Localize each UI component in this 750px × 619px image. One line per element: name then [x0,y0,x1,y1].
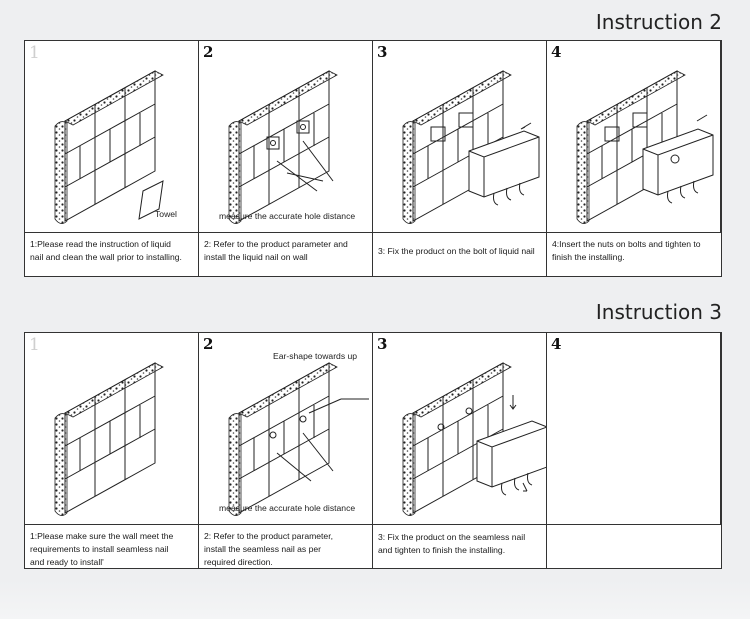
ear-shape-label: Ear-shape towards up [273,351,358,361]
bottom-fade [0,580,750,619]
step-number: 3 [377,335,388,353]
towel-label: Towel [155,209,177,219]
step-number: 2 [203,43,214,61]
nut-icon [670,154,680,164]
step-number: 4 [551,335,562,353]
wall-illustration [228,70,338,225]
step-4-caption: 4:Insert the nuts on bolts and tighten t… [547,233,721,276]
step-2-illustration: 2 Ear-shape towards up measure the accur… [199,333,373,525]
caption-line: 4:Insert the nuts on bolts and tighten t… [552,239,701,249]
step-number: 2 [203,335,214,353]
step-4-illustration: 4 [547,333,721,525]
caption-line: requirements to install seamless nail [30,544,169,554]
arrow-icon [696,114,708,122]
arrow-icon [520,122,532,130]
instruction-2-title: Instruction 2 [595,10,722,34]
measure-label: measure the accurate hole distance [219,211,356,221]
step-1-illustration: 1 [25,333,199,525]
step-1-illustration: 1 Towel [25,41,199,233]
step-3-caption: 3: Fix the product on the seamless nail … [373,525,547,568]
towel-icon [138,180,164,220]
caption-line: 1:Please make sure the wall meet the [30,531,174,541]
caption-line: and ready to install' [30,557,104,567]
wall-illustration [54,362,164,517]
step-3-caption: 3: Fix the product on the bolt of liquid… [373,233,547,276]
caption-line: install the liquid nail on wall [204,252,308,262]
caption-line: 1:Please read the instruction of liquid [30,239,171,249]
step-3-illustration: 3 [373,41,547,233]
instruction-3-title: Instruction 3 [595,300,722,324]
caption-line: 3: Fix the product on the bolt of liquid… [378,246,535,256]
arrow-down-icon [509,395,517,410]
wall-illustration [54,70,164,225]
wall-illustration [228,362,369,517]
step-3-illustration: 3 [373,333,547,525]
step-1-caption: 1:Please read the instruction of liquid … [25,233,199,276]
step-number: 3 [377,43,388,61]
caption-line: install the seamless nail as per [204,544,322,554]
wall-illustration [402,362,546,517]
step-number: 4 [551,43,562,61]
caption-line: nail and clean the wall prior to install… [30,252,182,262]
instruction-3-grid: 1 2 Ear-shape towards up measure the acc… [24,332,722,569]
step-number: 1 [29,43,40,63]
step-2-caption: 2: Refer to the product parameter, insta… [199,525,373,568]
caption-line: 3: Fix the product on the seamless nail [378,532,526,542]
instruction-2-grid: 1 Towel 2 measure the accurate hole dist… [24,40,722,277]
caption-line: 2: Refer to the product parameter, [204,531,333,541]
step-1-caption: 1:Please make sure the wall meet the req… [25,525,199,568]
step-4-caption [547,525,721,568]
wall-illustration [402,70,540,225]
step-2-illustration: 2 measure the accurate hole distance [199,41,373,233]
caption-line: finish the installing. [552,252,625,262]
step-number: 1 [29,335,40,355]
caption-line: 2: Refer to the product parameter and [204,239,348,249]
step-4-illustration: 4 [547,41,721,233]
measure-label: measure the accurate hole distance [219,503,356,513]
wall-illustration [576,70,714,225]
caption-line: and tighten to finish the installing. [378,545,506,555]
caption-line: required direction. [204,557,273,567]
step-2-caption: 2: Refer to the product parameter and in… [199,233,373,276]
arrow-icon [522,482,528,492]
